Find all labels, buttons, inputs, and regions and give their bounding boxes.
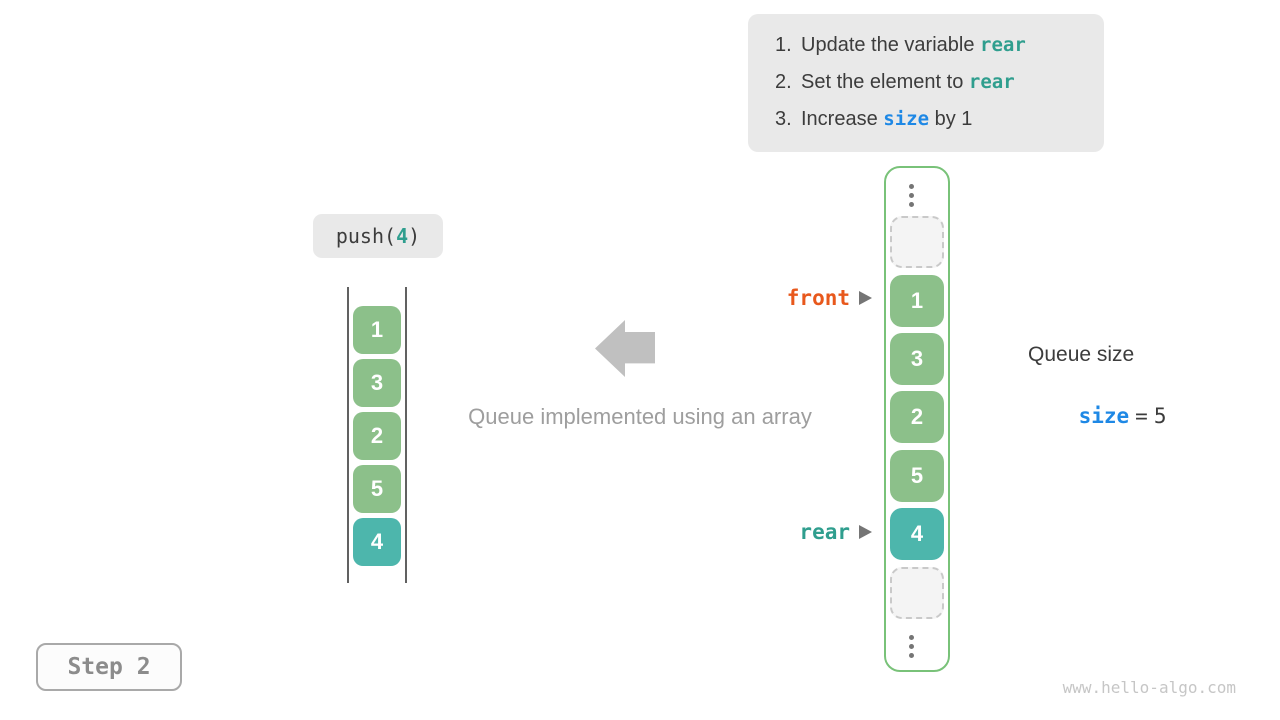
equals-sign: = <box>1135 404 1148 428</box>
queue-size-title: Queue size <box>1028 343 1135 366</box>
left-block-arrow-icon <box>595 320 655 377</box>
push-label-suffix: ) <box>408 224 421 248</box>
array-cell-1: 1 <box>890 275 944 327</box>
front-pointer-label: front <box>786 286 850 310</box>
array-cell-4-new: 4 <box>890 508 944 560</box>
instruction-step-3-code-size: size <box>883 108 930 130</box>
vertical-ellipsis-icon <box>909 184 914 207</box>
instruction-step-1-number: 1. <box>775 34 792 56</box>
push-operation-label: push(4) <box>313 214 443 258</box>
instruction-step-1: 1. Update the variable rear <box>775 27 1104 64</box>
stack-cell-3: 3 <box>353 359 401 407</box>
stack-cell-1: 1 <box>353 306 401 354</box>
instruction-step-3-suffix: by 1 <box>929 108 973 130</box>
push-label-argument: 4 <box>396 224 409 248</box>
instruction-step-3: 3. Increase size by 1 <box>775 101 1104 138</box>
queue-size-value: size=5 <box>1028 380 1167 452</box>
rear-pointer-label: rear <box>799 520 850 544</box>
size-value: 5 <box>1153 404 1167 428</box>
empty-array-slot <box>890 216 944 268</box>
instruction-step-2-text: Set the element to <box>801 71 969 93</box>
instruction-step-2-number: 2. <box>775 71 792 93</box>
empty-array-slot <box>890 567 944 619</box>
vertical-ellipsis-icon <box>909 635 914 658</box>
stack-cell-4-new: 4 <box>353 518 401 566</box>
push-label-prefix: push( <box>335 224 397 248</box>
size-variable: size <box>1078 404 1130 428</box>
stack-cell-2: 2 <box>353 412 401 460</box>
array-cell-5: 5 <box>890 450 944 502</box>
instruction-step-2: 2. Set the element to rear <box>775 64 1104 101</box>
instruction-step-1-code-rear: rear <box>980 34 1026 56</box>
instruction-step-3-text: Increase <box>801 108 884 130</box>
array-cell-3: 3 <box>890 333 944 385</box>
watermark: www.hello-algo.com <box>1062 678 1236 697</box>
abstract-queue-stack: 1 3 2 5 4 <box>347 287 407 583</box>
array-cell-2: 2 <box>890 391 944 443</box>
instruction-step-2-code-rear: rear <box>968 71 1015 93</box>
array-container: 1 3 2 5 4 <box>884 166 950 672</box>
arrowhead-icon <box>859 291 872 305</box>
queue-size-block: Queue size size=5 <box>1028 343 1166 452</box>
rear-pointer: rear <box>762 520 872 544</box>
instruction-step-1-text: Update the variable <box>801 34 981 56</box>
step-badge: Step 2 <box>36 643 182 691</box>
front-pointer: front <box>762 286 872 310</box>
stack-cell-5: 5 <box>353 465 401 513</box>
diagram-caption: Queue implemented using an array <box>468 404 812 429</box>
instruction-panel: 1. Update the variable rear 2. Set the e… <box>748 14 1104 152</box>
instruction-step-3-number: 3. <box>775 108 792 130</box>
arrowhead-icon <box>859 525 872 539</box>
